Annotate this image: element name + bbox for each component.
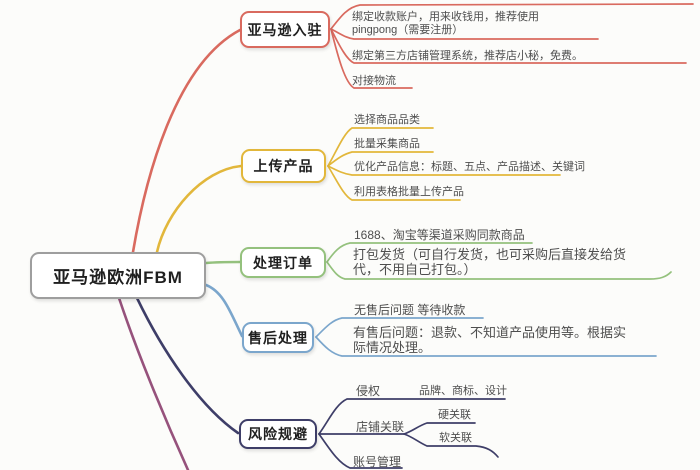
leaf-batch-collect[interactable]: 批量采集商品 [354, 138, 420, 150]
branch-topic-upload-products[interactable]: 上传产品 [241, 149, 326, 183]
leaf-has-aftersale[interactable]: 有售后问题：退款、不知道产品使用等。根据实 际情况处理。 [353, 325, 627, 355]
leaf-payment-account[interactable]: 绑定收款账户，用来收钱用，推荐使用 pingpong（需要注册） [352, 11, 539, 37]
leaf-shop-association[interactable]: 店铺关联 [356, 420, 405, 434]
leaf-select-category[interactable]: 选择商品品类 [354, 114, 420, 126]
leaf-account-management[interactable]: 账号管理 [353, 455, 402, 469]
leaf-soft-association[interactable]: 软关联 [439, 432, 472, 444]
leaf-packing-ship[interactable]: 打包发货（可自行发货，也可采购后直接发给货 代，不用自己打包。） [353, 247, 627, 277]
leaf-logistics[interactable]: 对接物流 [352, 75, 396, 87]
leaf-hard-association[interactable]: 硬关联 [438, 409, 471, 421]
branch-curve-risk-avoidance [135, 296, 240, 435]
root-topic[interactable]: 亚马逊欧洲FBM [30, 252, 206, 299]
branch-curve-upload-products [155, 164, 243, 254]
branch-curve-after-sales [204, 283, 244, 338]
branch-topic-after-sales[interactable]: 售后处理 [242, 322, 314, 353]
leaf-infringement-types[interactable]: 品牌、商标、设计 [419, 385, 507, 397]
branch-topic-risk-avoidance[interactable]: 风险规避 [239, 419, 317, 449]
branch-topic-process-orders[interactable]: 处理订单 [240, 247, 326, 278]
leaf-optimize-info[interactable]: 优化产品信息：标题、五点、产品描述、关键词 [354, 161, 585, 173]
leaf-line-infringement [318, 398, 506, 435]
branch-curve-offscreen [117, 296, 190, 470]
leaf-infringement[interactable]: 侵权 [356, 384, 381, 398]
leaf-shop-manager[interactable]: 绑定第三方店铺管理系统，推荐店小秘，免费。 [352, 50, 583, 62]
branch-curve-amazon-entry [131, 28, 242, 254]
leaf-table-upload[interactable]: 利用表格批量上传产品 [354, 186, 464, 198]
leaf-no-aftersale[interactable]: 无售后问题 等待收款 [354, 303, 466, 317]
branch-topic-amazon-entry[interactable]: 亚马逊入驻 [240, 11, 330, 48]
leaf-purchase-same[interactable]: 1688、淘宝等渠道采购同款商品 [354, 228, 525, 242]
branch-curve-process-orders [204, 260, 242, 265]
